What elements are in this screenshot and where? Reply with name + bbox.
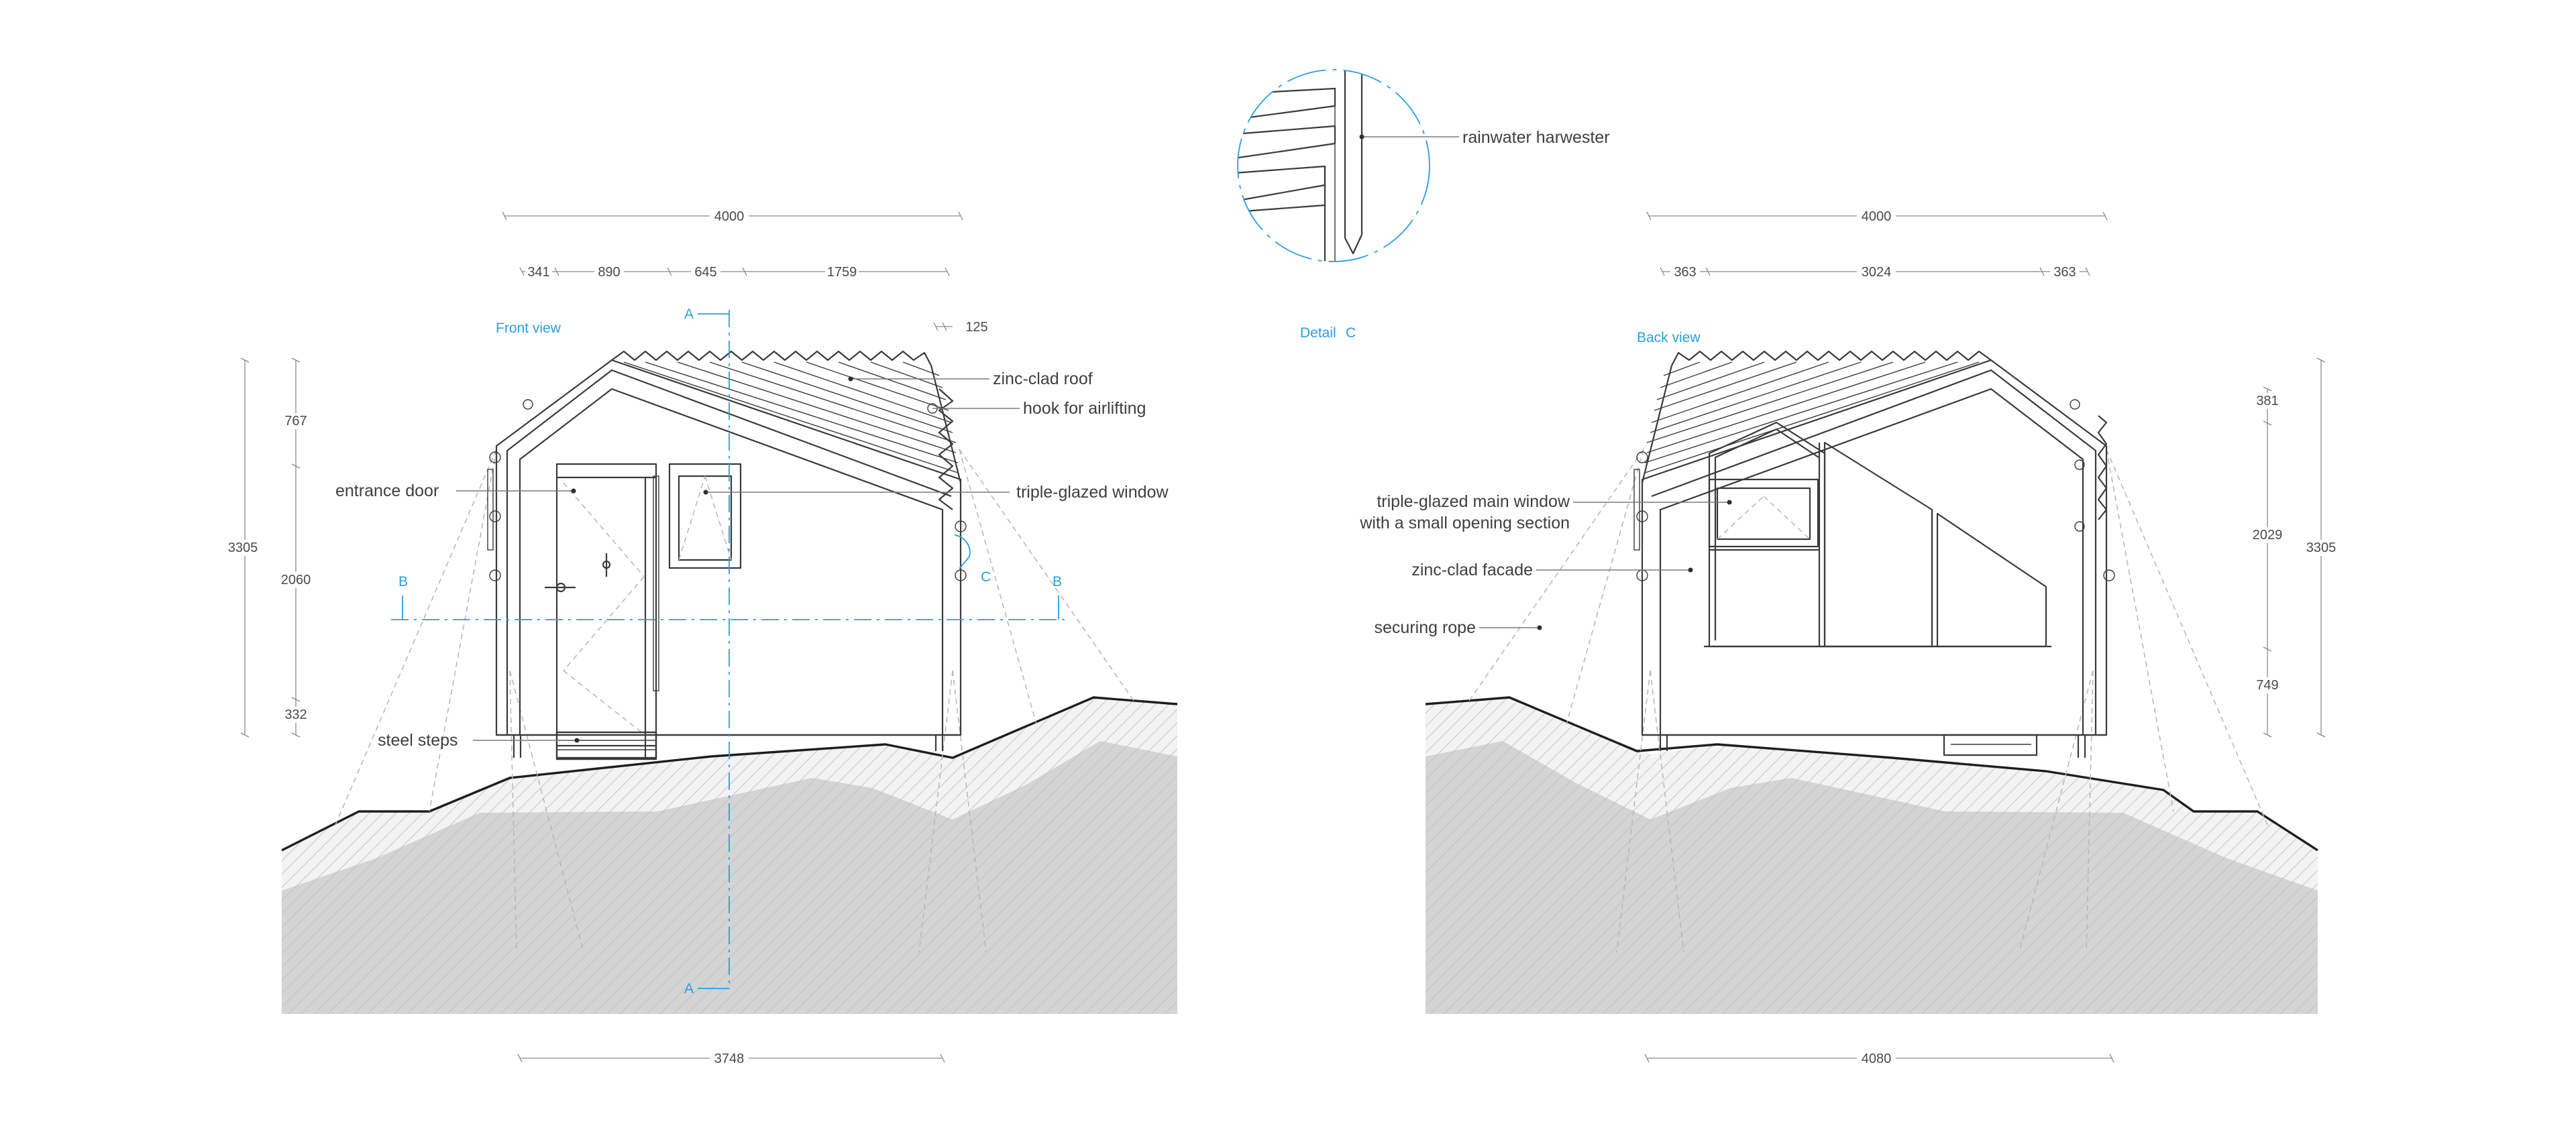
detail-title: Detail <box>1300 325 1336 341</box>
back-overall-width: 4000 <box>1862 209 1892 224</box>
front-height-total: 3305 <box>228 541 258 555</box>
rainwater-label: rainwater harwester <box>1462 128 1610 147</box>
back-seg-2: 3024 <box>1862 265 1892 280</box>
back-view-title: Back view <box>1637 330 1701 345</box>
back-height-upper: 381 <box>2256 394 2278 408</box>
back-base-width: 4080 <box>1862 1052 1892 1066</box>
front-base-width: 3748 <box>714 1052 745 1066</box>
window-label: triple-glazed window <box>1016 483 1169 502</box>
back-hooks <box>1633 399 2115 581</box>
front-window <box>668 463 742 569</box>
back-height-total: 3305 <box>2306 541 2337 555</box>
zinc-roof-label: zinc-clad roof <box>993 370 1093 388</box>
main-window-label-1: triple-glazed main window <box>1377 492 1570 511</box>
detail-c: rainwater harwester Detail C <box>1237 69 1610 341</box>
front-leaders <box>456 376 1020 743</box>
back-ground <box>1425 696 2318 1014</box>
section-a-bottom: A <box>684 981 694 997</box>
section-b-left: B <box>398 574 408 589</box>
front-view-title: Front view <box>496 321 561 336</box>
section-b-right: B <box>1053 574 1062 589</box>
door-label: entrance door <box>335 481 439 500</box>
back-main-window <box>1704 421 2051 648</box>
front-seg-1: 341 <box>527 265 549 280</box>
front-view: Front view zinc-clad roof hook for airli… <box>225 209 1178 1066</box>
back-height-mid: 2029 <box>2253 528 2283 543</box>
zinc-roof <box>611 350 962 510</box>
back-height-lower: 749 <box>2256 678 2278 693</box>
front-hooks <box>487 399 967 581</box>
rope-label: securing rope <box>1375 618 1476 637</box>
entrance-door <box>545 463 659 760</box>
front-seg-4: 1759 <box>827 265 857 280</box>
back-view: Back view triple-glazed main window with… <box>1359 209 2341 1066</box>
front-seg-2: 890 <box>598 265 620 280</box>
back-house <box>1641 359 2108 758</box>
back-seg-3: 363 <box>2053 265 2076 280</box>
back-seg-1: 363 <box>1674 265 1696 280</box>
main-window-label-2: with a small opening section <box>1359 514 1570 532</box>
detail-c-mark: C <box>981 569 991 585</box>
steps-label: steel steps <box>378 731 458 750</box>
section-lines <box>391 310 1070 989</box>
hook-label: hook for airlifting <box>1023 399 1146 418</box>
front-height-mid: 2060 <box>281 573 311 587</box>
detail-mark: C <box>1346 325 1356 341</box>
front-height-lower: 332 <box>284 707 307 722</box>
front-ropes <box>335 449 1134 953</box>
front-small-right: 125 <box>965 320 987 335</box>
back-roof <box>1641 350 2108 520</box>
back-leaders <box>1479 500 1732 630</box>
front-overall-width: 4000 <box>714 209 745 224</box>
front-seg-3: 645 <box>694 265 716 280</box>
back-ropes <box>1468 449 2268 953</box>
section-a-top: A <box>684 306 694 322</box>
front-house <box>495 359 962 758</box>
facade-label: zinc-clad facade <box>1411 561 1533 579</box>
front-height-upper: 767 <box>284 414 307 429</box>
hook-icon <box>523 399 533 410</box>
